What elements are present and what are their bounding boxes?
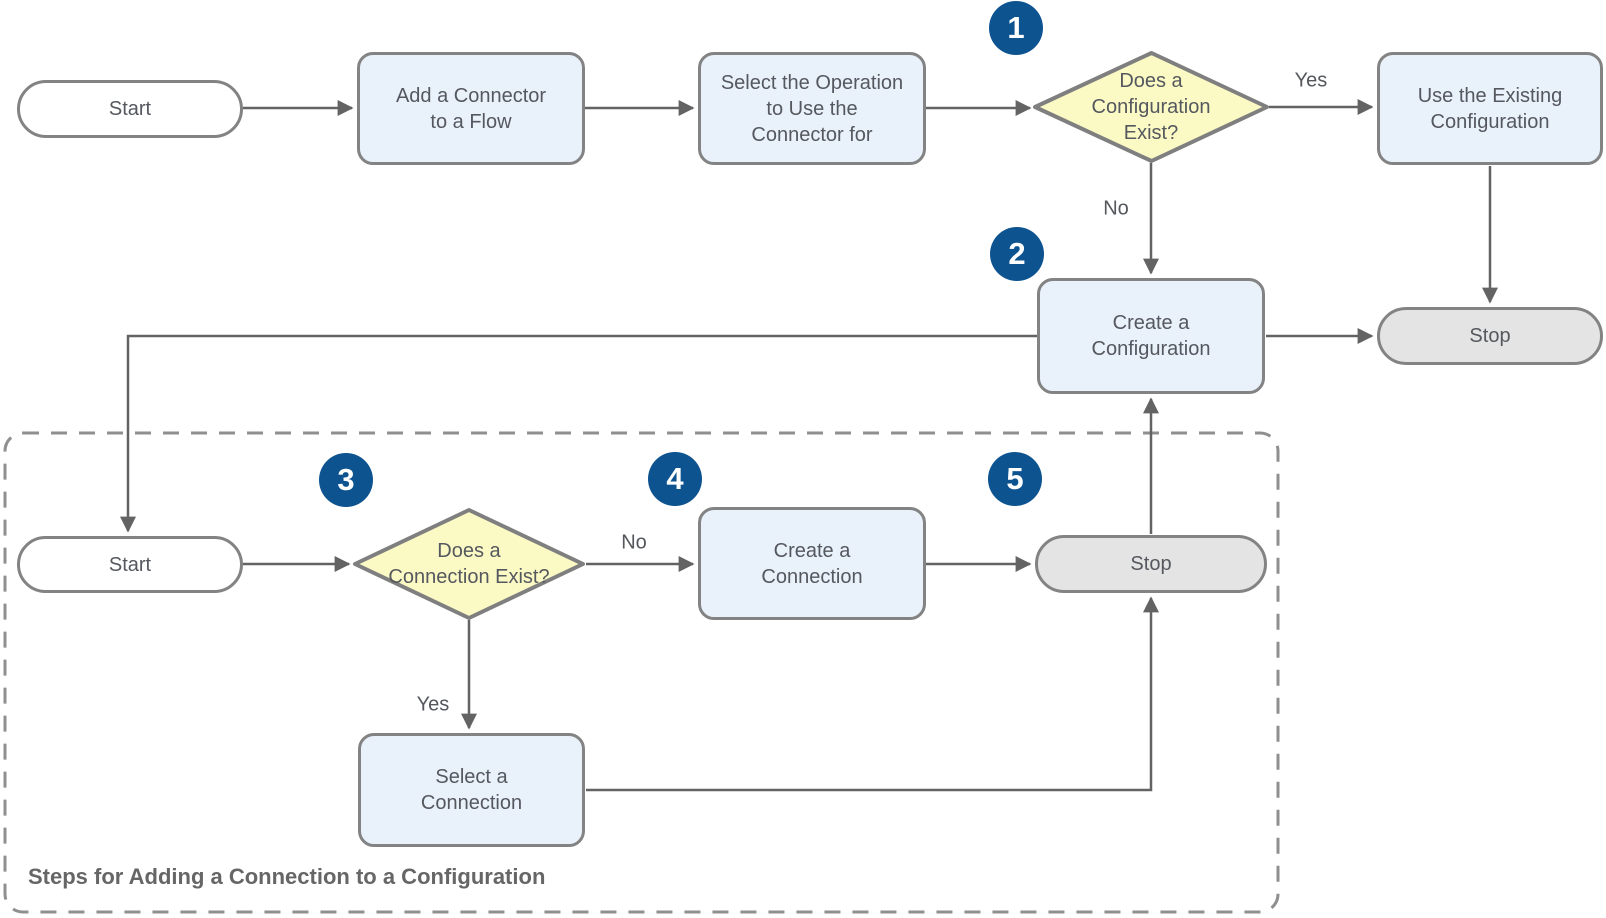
node-add-connector-label: Add a Connector to a Flow — [395, 84, 547, 133]
node-create-config-label: Create a Configuration — [1091, 312, 1211, 360]
step-badge-2: 2 — [990, 227, 1044, 281]
edge-label-config-no: No — [1101, 197, 1131, 221]
node-create-connection: Create a Connection — [698, 507, 926, 620]
node-start-sub: Start — [17, 536, 243, 593]
decision-connection-exists-shape — [353, 508, 585, 620]
node-stop-main: Stop — [1377, 307, 1603, 365]
node-select-connection: Select a Connection — [358, 733, 585, 847]
step-badge-5: 5 — [988, 452, 1042, 506]
subprocess-caption: Steps for Adding a Connection to a Confi… — [28, 864, 546, 889]
node-connection-exists-label: Does a Connection Exist? — [388, 540, 550, 588]
node-select-connection-label: Select a Connection — [420, 766, 523, 814]
step-badge-3: 3 — [319, 453, 373, 507]
node-config-exists-label: Does a Configuration Exist? — [1091, 70, 1211, 144]
node-config-exists: Does a Configuration Exist? — [1041, 57, 1261, 157]
node-stop-sub: Stop — [1035, 535, 1267, 593]
node-stop-sub-label: Stop — [1130, 553, 1172, 575]
step-badge-1: 1 — [989, 1, 1043, 55]
edge-label-config-yes: Yes — [1292, 69, 1330, 93]
node-start-main-label: Start — [108, 98, 152, 120]
node-use-existing: Use the Existing Configuration — [1377, 52, 1603, 165]
node-use-existing-label: Use the Existing Configuration — [1417, 84, 1563, 133]
node-select-operation-label: Select the Operation to Use the Connecto… — [720, 71, 904, 146]
edge-label-connection-no: No — [619, 531, 649, 555]
node-create-connection-label: Create a Connection — [761, 539, 863, 588]
node-start-main: Start — [17, 80, 243, 138]
step-badge-4: 4 — [648, 452, 702, 506]
edge-label-connection-yes: Yes — [414, 693, 452, 717]
node-start-sub-label: Start — [108, 553, 152, 576]
edge-select-connection-to-sub-stop — [586, 596, 1160, 792]
node-select-operation: Select the Operation to Use the Connecto… — [698, 52, 926, 165]
node-stop-main-label: Stop — [1469, 325, 1511, 347]
decision-config-exists-shape — [1033, 51, 1269, 163]
node-add-connector: Add a Connector to a Flow — [357, 52, 585, 165]
subprocess-dashed-container — [3, 431, 1280, 914]
node-create-config: Create a Configuration — [1037, 278, 1265, 394]
node-connection-exists: Does a Connection Exist? — [359, 514, 579, 614]
edge-create-config-to-sub-start — [119, 334, 1037, 533]
